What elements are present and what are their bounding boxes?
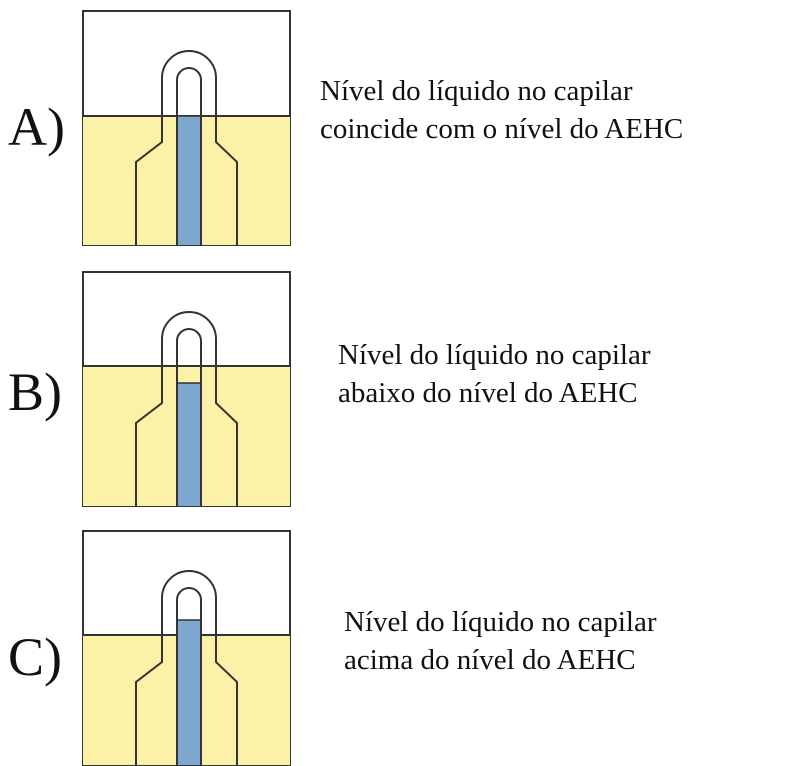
capillary-liquid: [178, 116, 200, 245]
description-b-line-2: abaixo do nível do AEHC: [338, 377, 638, 409]
capillary-liquid: [178, 620, 200, 765]
description-c: Nível do líquido no capilar acima do nív…: [344, 603, 657, 679]
description-a-line-2: coincide com o nível do AEHC: [320, 113, 684, 145]
diagram-a: [82, 10, 292, 246]
description-c-line-1: Nível do líquido no capilar: [344, 606, 657, 638]
diagram-c: [82, 530, 292, 766]
description-b-line-1: Nível do líquido no capilar: [338, 339, 651, 371]
description-c-line-2: acima do nível do AEHC: [344, 644, 636, 676]
panel-label-a: A): [8, 97, 65, 157]
description-b: Nível do líquido no capilar abaixo do ní…: [338, 336, 651, 412]
description-a: Nível do líquido no capilar coincide com…: [320, 72, 683, 148]
capillary-liquid: [178, 383, 200, 506]
panel-label-b: B): [8, 362, 62, 422]
description-a-line-1: Nível do líquido no capilar: [320, 75, 633, 107]
panel-label-c: C): [8, 627, 62, 687]
diagram-b: [82, 271, 292, 507]
